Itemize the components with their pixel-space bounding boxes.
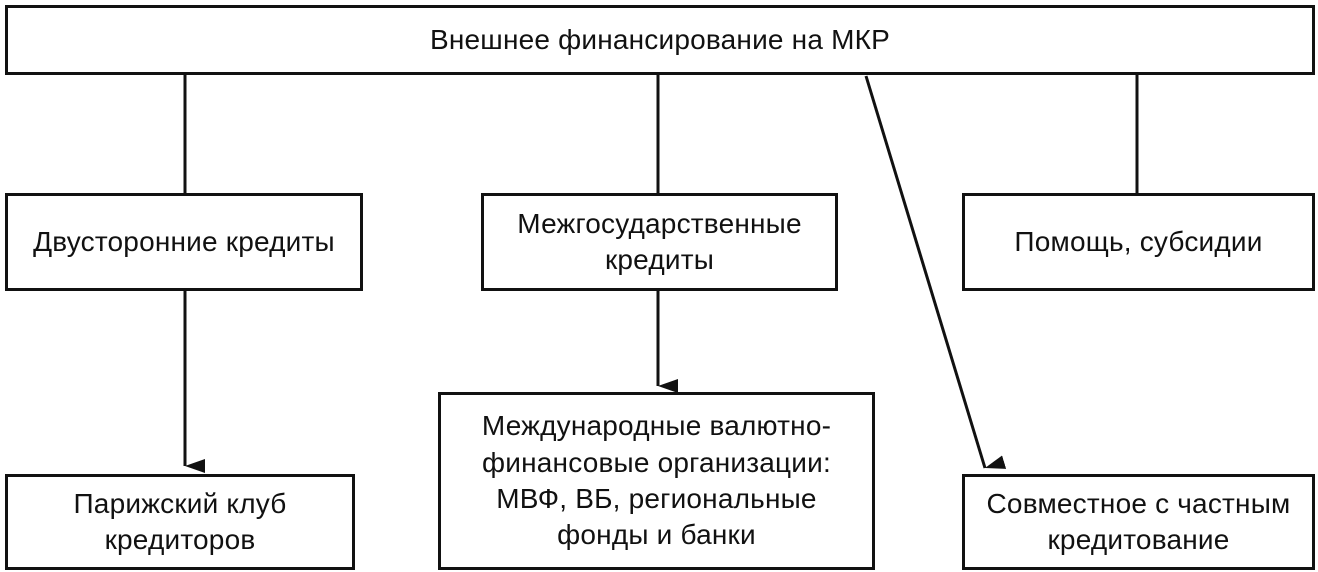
root-box: Внешнее финансирование на МКР [5,5,1315,75]
international-orgs-box: Международные валютно- финансовые органи… [438,392,875,570]
paris-club-box: Парижский клуб кредиторов [5,474,355,570]
cofinancing-label: Совместное с частным кредитование [986,487,1291,555]
intergovernmental-credits-label: Межгосударственные кредиты [517,207,802,275]
international-orgs-label: Международные валютно- финансовые органи… [481,410,832,551]
bilateral-credits-label: Двусторонние кредиты [33,225,335,257]
bilateral-credits-box: Двусторонние кредиты [5,193,363,291]
cofinancing-box: Совместное с частным кредитование [962,474,1315,570]
root-label: Внешнее финансирование на МКР [429,23,891,55]
aid-subsidies-label: Помощь, субсидии [1014,225,1263,257]
intergovernmental-credits-box: Межгосударственные кредиты [481,193,838,291]
aid-subsidies-box: Помощь, субсидии [962,193,1315,291]
paris-club-label: Парижский клуб кредиторов [73,487,287,555]
